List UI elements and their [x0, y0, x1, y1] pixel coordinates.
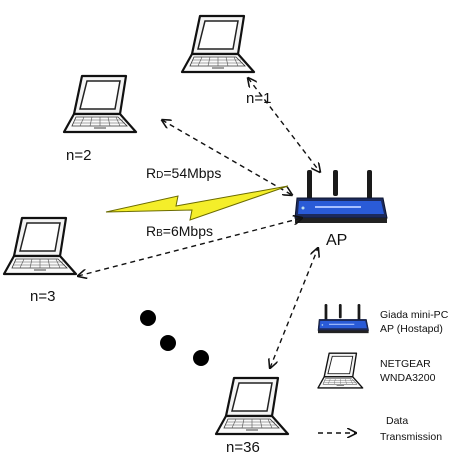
legend-laptop-line2: WNDA3200 — [380, 372, 436, 384]
data-transmission-arrows — [78, 78, 320, 368]
label-n3: n=3 — [30, 288, 55, 305]
legend-router-line1: Giada mini-PC — [380, 309, 449, 321]
label-n1: n=1 — [246, 90, 271, 107]
legend-laptop-icon — [317, 352, 364, 389]
laptop-icon-n3 — [2, 216, 78, 276]
arrow-ap-n3 — [78, 218, 302, 276]
router-icon-ap — [294, 169, 388, 224]
ellipsis-dots — [140, 310, 209, 366]
laptop-icon-n1 — [180, 14, 256, 74]
label-n2: n=2 — [66, 147, 91, 164]
data-rate-label: RD=54Mbps — [146, 165, 221, 181]
legend-router-line2: AP (Hostapd) — [380, 323, 443, 335]
beacon-rate-label: RB=6Mbps — [146, 223, 213, 239]
label-n36: n=36 — [226, 439, 260, 453]
laptop-icon-n2 — [62, 74, 138, 134]
legend: Giada mini-PC AP (Hostapd) NETGEAR WNDA3… — [317, 303, 449, 443]
arrow-ap-n36 — [270, 248, 318, 368]
legend-arrow-line1: Data — [386, 415, 408, 427]
label-ap: AP — [326, 232, 347, 249]
legend-laptop-line1: NETGEAR — [380, 358, 431, 370]
laptop-icon-n36 — [214, 376, 290, 436]
legend-router-icon — [317, 303, 370, 334]
arrow-ap-n1 — [248, 78, 320, 172]
legend-arrow-line2: Transmission — [380, 431, 442, 443]
arrow-ap-n2 — [162, 120, 292, 195]
lightning-bolt-icon — [105, 185, 289, 221]
